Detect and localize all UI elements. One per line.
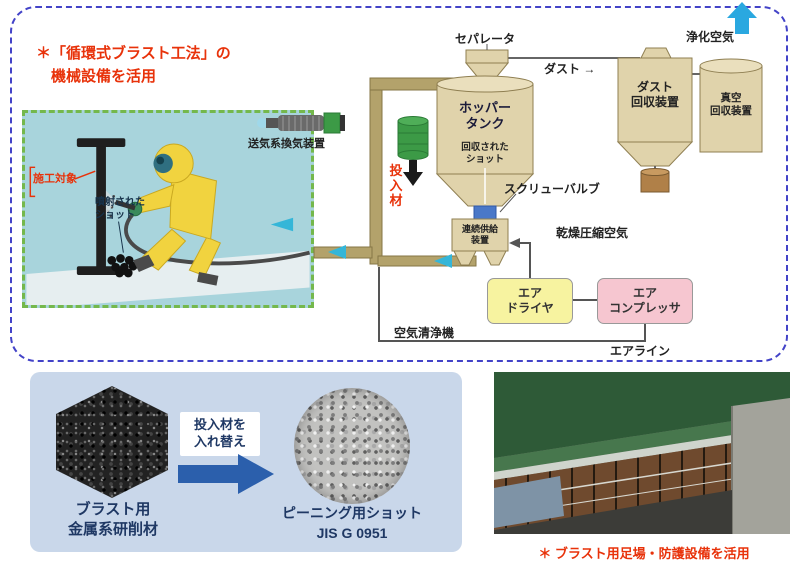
dry-compressed-air-label: 乾燥圧縮空気	[556, 226, 629, 240]
dust-collector-label: ダスト 回収装置	[630, 80, 679, 109]
bridge-photo-render	[494, 372, 790, 534]
hopper-tank-label: ホッパー タンク	[458, 100, 511, 132]
material-swap-panel: 投入材を 入れ替え ブラスト用 金属系研削材 ピーニング用ショット JIS G …	[30, 372, 462, 552]
input-material-label: 投 入 材	[389, 163, 403, 208]
swap-label: 投入材を 入れ替え	[180, 412, 260, 456]
photo-caption: ＊ ブラスト用足場・防護設備を活用	[538, 546, 750, 561]
purified-air-label: 浄化空気	[686, 30, 735, 44]
grit-caption: ブラスト用 金属系研削材	[67, 501, 158, 539]
worker-figure	[114, 143, 222, 286]
work-target-bracket	[29, 166, 96, 198]
dust-label: ダスト →	[544, 62, 596, 76]
ventilation-device-label: 送気系換気装置	[248, 138, 325, 150]
blast-work-illustration: 施工対象 噴射された ショット	[22, 110, 314, 308]
swap-right-arrow-icon	[178, 454, 274, 494]
recovered-shot-label: 回収された ショット	[461, 142, 509, 165]
vacuum-recovery-label: 真空 回収装置	[710, 92, 752, 118]
air-dryer-box: エア ドライヤ	[487, 278, 573, 324]
continuous-supply-label: 連続供給 装置	[461, 224, 498, 246]
equipment-diagram-frame	[10, 6, 788, 362]
blast-grit-image	[56, 386, 168, 498]
blast-work-scene	[26, 138, 311, 305]
separator-label: セパレータ	[455, 32, 516, 46]
blast-spray	[105, 190, 116, 216]
ventilation-hose-icon	[257, 112, 345, 134]
screw-valve-label: スクリューバルブ	[504, 182, 600, 196]
bridge-scaffold-photo	[494, 372, 790, 534]
work-target-label: 施工対象	[33, 173, 77, 185]
shot-caption: ピーニング用ショット JIS G 0951	[282, 505, 422, 541]
note-circulating-blast: ＊「循環式ブラスト工法」の 機械設備を活用	[36, 45, 231, 86]
air-purifier-label: 空気清浄機	[394, 326, 455, 340]
air-flow-arrow-icon	[270, 217, 294, 232]
air-line-label: エアライン	[610, 344, 671, 358]
shot-pile	[107, 254, 138, 278]
shot-pointer-line	[118, 221, 124, 253]
blast-hose	[124, 212, 311, 266]
sprayed-shot-label: 噴射された ショット	[95, 197, 145, 221]
air-compressor-box: エア コンプレッサ	[597, 278, 693, 324]
peening-shot-image	[294, 388, 410, 504]
